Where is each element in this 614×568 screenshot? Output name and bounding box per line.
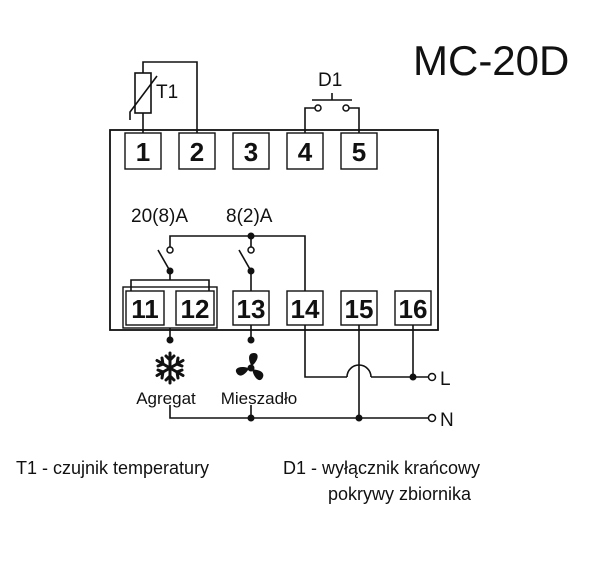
terminal-label-12: 12 — [181, 294, 210, 324]
terminal-label-1: 1 — [136, 137, 150, 167]
legend-d1-line2: pokrywy zbiornika — [328, 484, 472, 504]
terminal-label-13: 13 — [237, 294, 266, 324]
temperature-sensor-t1: T1 — [129, 61, 198, 133]
legend-d1-line1: D1 - wyłącznik krańcowy — [283, 458, 480, 478]
fan-label: Mieszadło — [221, 389, 298, 408]
model-title: MC-20D — [413, 37, 569, 84]
terminal-3 — [232, 132, 270, 170]
terminal-label-3: 3 — [244, 137, 258, 167]
limit-switch-d1: D1 — [304, 70, 360, 133]
switch-label: D1 — [318, 70, 342, 91]
sensor-label: T1 — [156, 82, 178, 103]
legend-t1: T1 - czujnik temperatury — [16, 458, 209, 478]
relay2-rating: 8(2)A — [226, 206, 273, 227]
external-wiring: L N — [166, 325, 454, 431]
terminal-label-11: 11 — [131, 294, 159, 324]
line-label: L — [440, 369, 451, 390]
terminal-label-2: 2 — [190, 137, 204, 167]
terminal-11 — [125, 290, 165, 326]
terminal-12 — [175, 290, 215, 326]
neutral-label: N — [440, 410, 454, 431]
terminal-13 — [232, 290, 270, 326]
terminal-label-15: 15 — [345, 294, 374, 324]
terminal-5 — [340, 132, 378, 170]
terminal-1 — [124, 132, 162, 170]
snowflake-icon — [155, 351, 185, 385]
fan-icon — [235, 353, 264, 381]
terminal-label-14: 14 — [291, 294, 320, 324]
relay1-rating: 20(8)A — [131, 206, 188, 227]
compressor-label: Agregat — [136, 389, 196, 408]
internal-relay-wiring — [130, 232, 306, 291]
terminal-label-5: 5 — [352, 137, 366, 167]
terminal-16 — [394, 290, 432, 326]
terminal-label-4: 4 — [298, 137, 313, 167]
terminal-label-16: 16 — [399, 294, 428, 324]
